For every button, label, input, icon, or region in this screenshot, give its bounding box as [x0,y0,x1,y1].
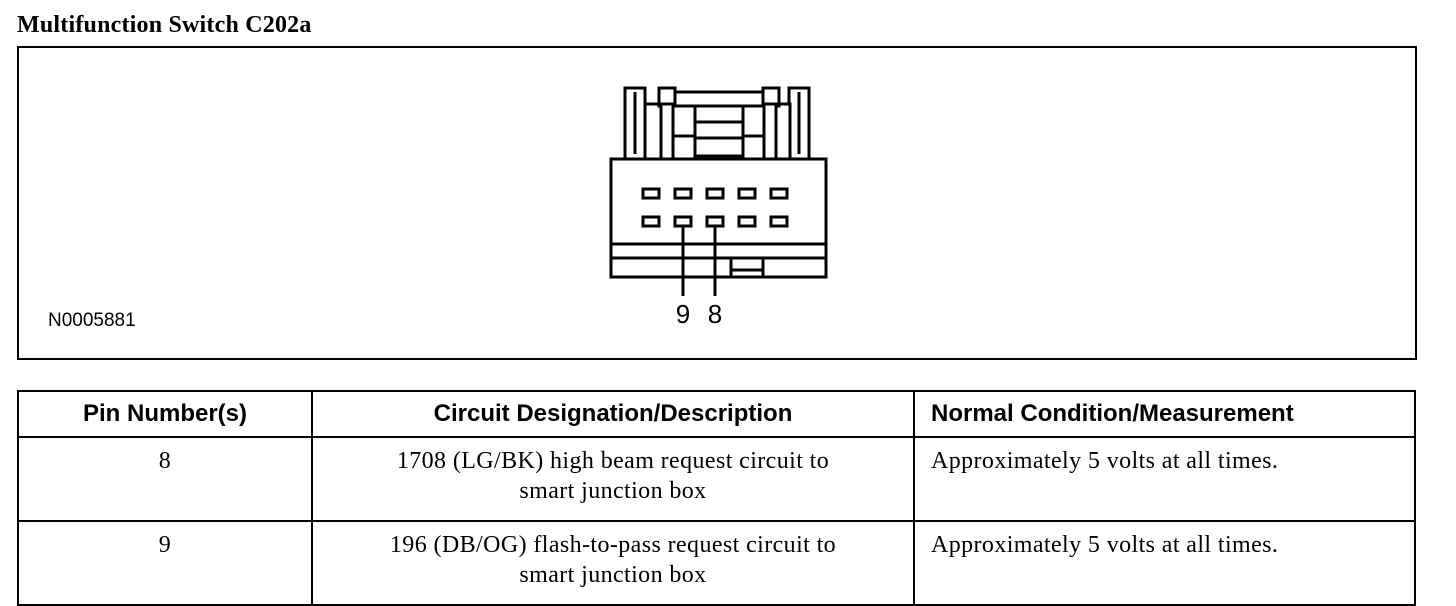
table-header-row: Pin Number(s) Circuit Designation/Descri… [17,390,1416,438]
table-row: 8 1708 (LG/BK) high beam request circuit… [17,436,1416,522]
circuit-line-1: 1708 (LG/BK) high beam request circuit t… [396,448,830,474]
figure-id: N0005881 [48,310,136,331]
cell-pin: 8 [17,436,313,522]
cell-pin: 9 [17,520,313,606]
pin-cavities [641,187,789,228]
connector-diagram: 9 8 [609,86,828,329]
pin-table: Pin Number(s) Circuit Designation/Descri… [17,390,1416,606]
circuit-line-2: smart junction box [519,562,707,588]
header-measurement: Normal Condition/Measurement [913,390,1416,438]
connector-figure: 9 8 N0005881 [17,46,1417,360]
cell-measurement: Approximately 5 volts at all times. [913,520,1416,606]
circuit-line-1: 196 (DB/OG) flash-to-pass request circui… [389,532,837,558]
header-pin-number: Pin Number(s) [17,390,313,438]
cell-circuit: 1708 (LG/BK) high beam request circuit t… [311,436,915,522]
header-circuit: Circuit Designation/Description [311,390,915,438]
lock-tab [673,90,765,108]
table-row: 9 196 (DB/OG) flash-to-pass request circ… [17,520,1416,606]
pin-9-callout: 9 [676,299,690,329]
cell-circuit: 196 (DB/OG) flash-to-pass request circui… [311,520,915,606]
pin-8-callout: 8 [708,299,722,329]
page-title: Multifunction Switch C202a [17,12,312,38]
cell-measurement: Approximately 5 volts at all times. [913,436,1416,522]
circuit-line-2: smart junction box [519,478,707,504]
